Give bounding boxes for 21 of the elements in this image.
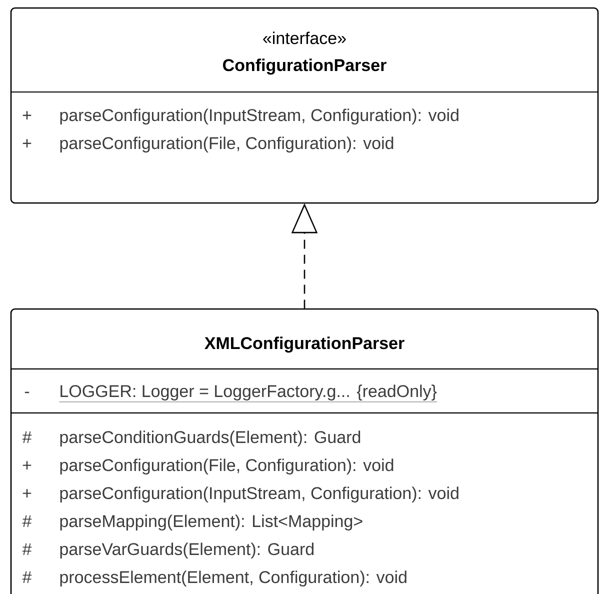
visibility-mark: -: [24, 392, 30, 394]
visibility-mark: #: [22, 543, 32, 555]
operation-text: parseConfiguration(File, Configuration): void: [60, 136, 394, 153]
visibility-mark: +: [22, 489, 32, 498]
visibility-mark: #: [22, 431, 32, 443]
class-name: XMLConfigurationParser: [204, 336, 404, 353]
visibility-mark: #: [22, 515, 32, 527]
operation-text: parseConditionGuards(Element): Guard: [60, 430, 360, 447]
visibility-mark: +: [22, 139, 32, 148]
stereotype: «interface»: [263, 32, 346, 44]
attribute-text: LOGGER: Logger = LoggerFactory.g... {readOnly}: [59, 384, 438, 402]
operation-text: processElement(Element, Configuration): void: [60, 570, 406, 587]
operation-text: parseConfiguration(File, Configuration): void: [60, 458, 394, 475]
class-name: ConfigurationParser: [223, 58, 386, 75]
visibility-mark: +: [22, 461, 32, 470]
visibility-mark: +: [22, 111, 32, 120]
operation-text: parseVarGuards(Element): Guard: [60, 542, 314, 559]
operation-text: parseConfiguration(InputStream, Configuration): void: [60, 486, 458, 503]
operation-text: parseMapping(Element): List<Mapping>: [60, 514, 362, 531]
operation-text: parseConfiguration(InputStream, Configuration): void: [60, 108, 458, 125]
visibility-mark: #: [22, 571, 32, 583]
